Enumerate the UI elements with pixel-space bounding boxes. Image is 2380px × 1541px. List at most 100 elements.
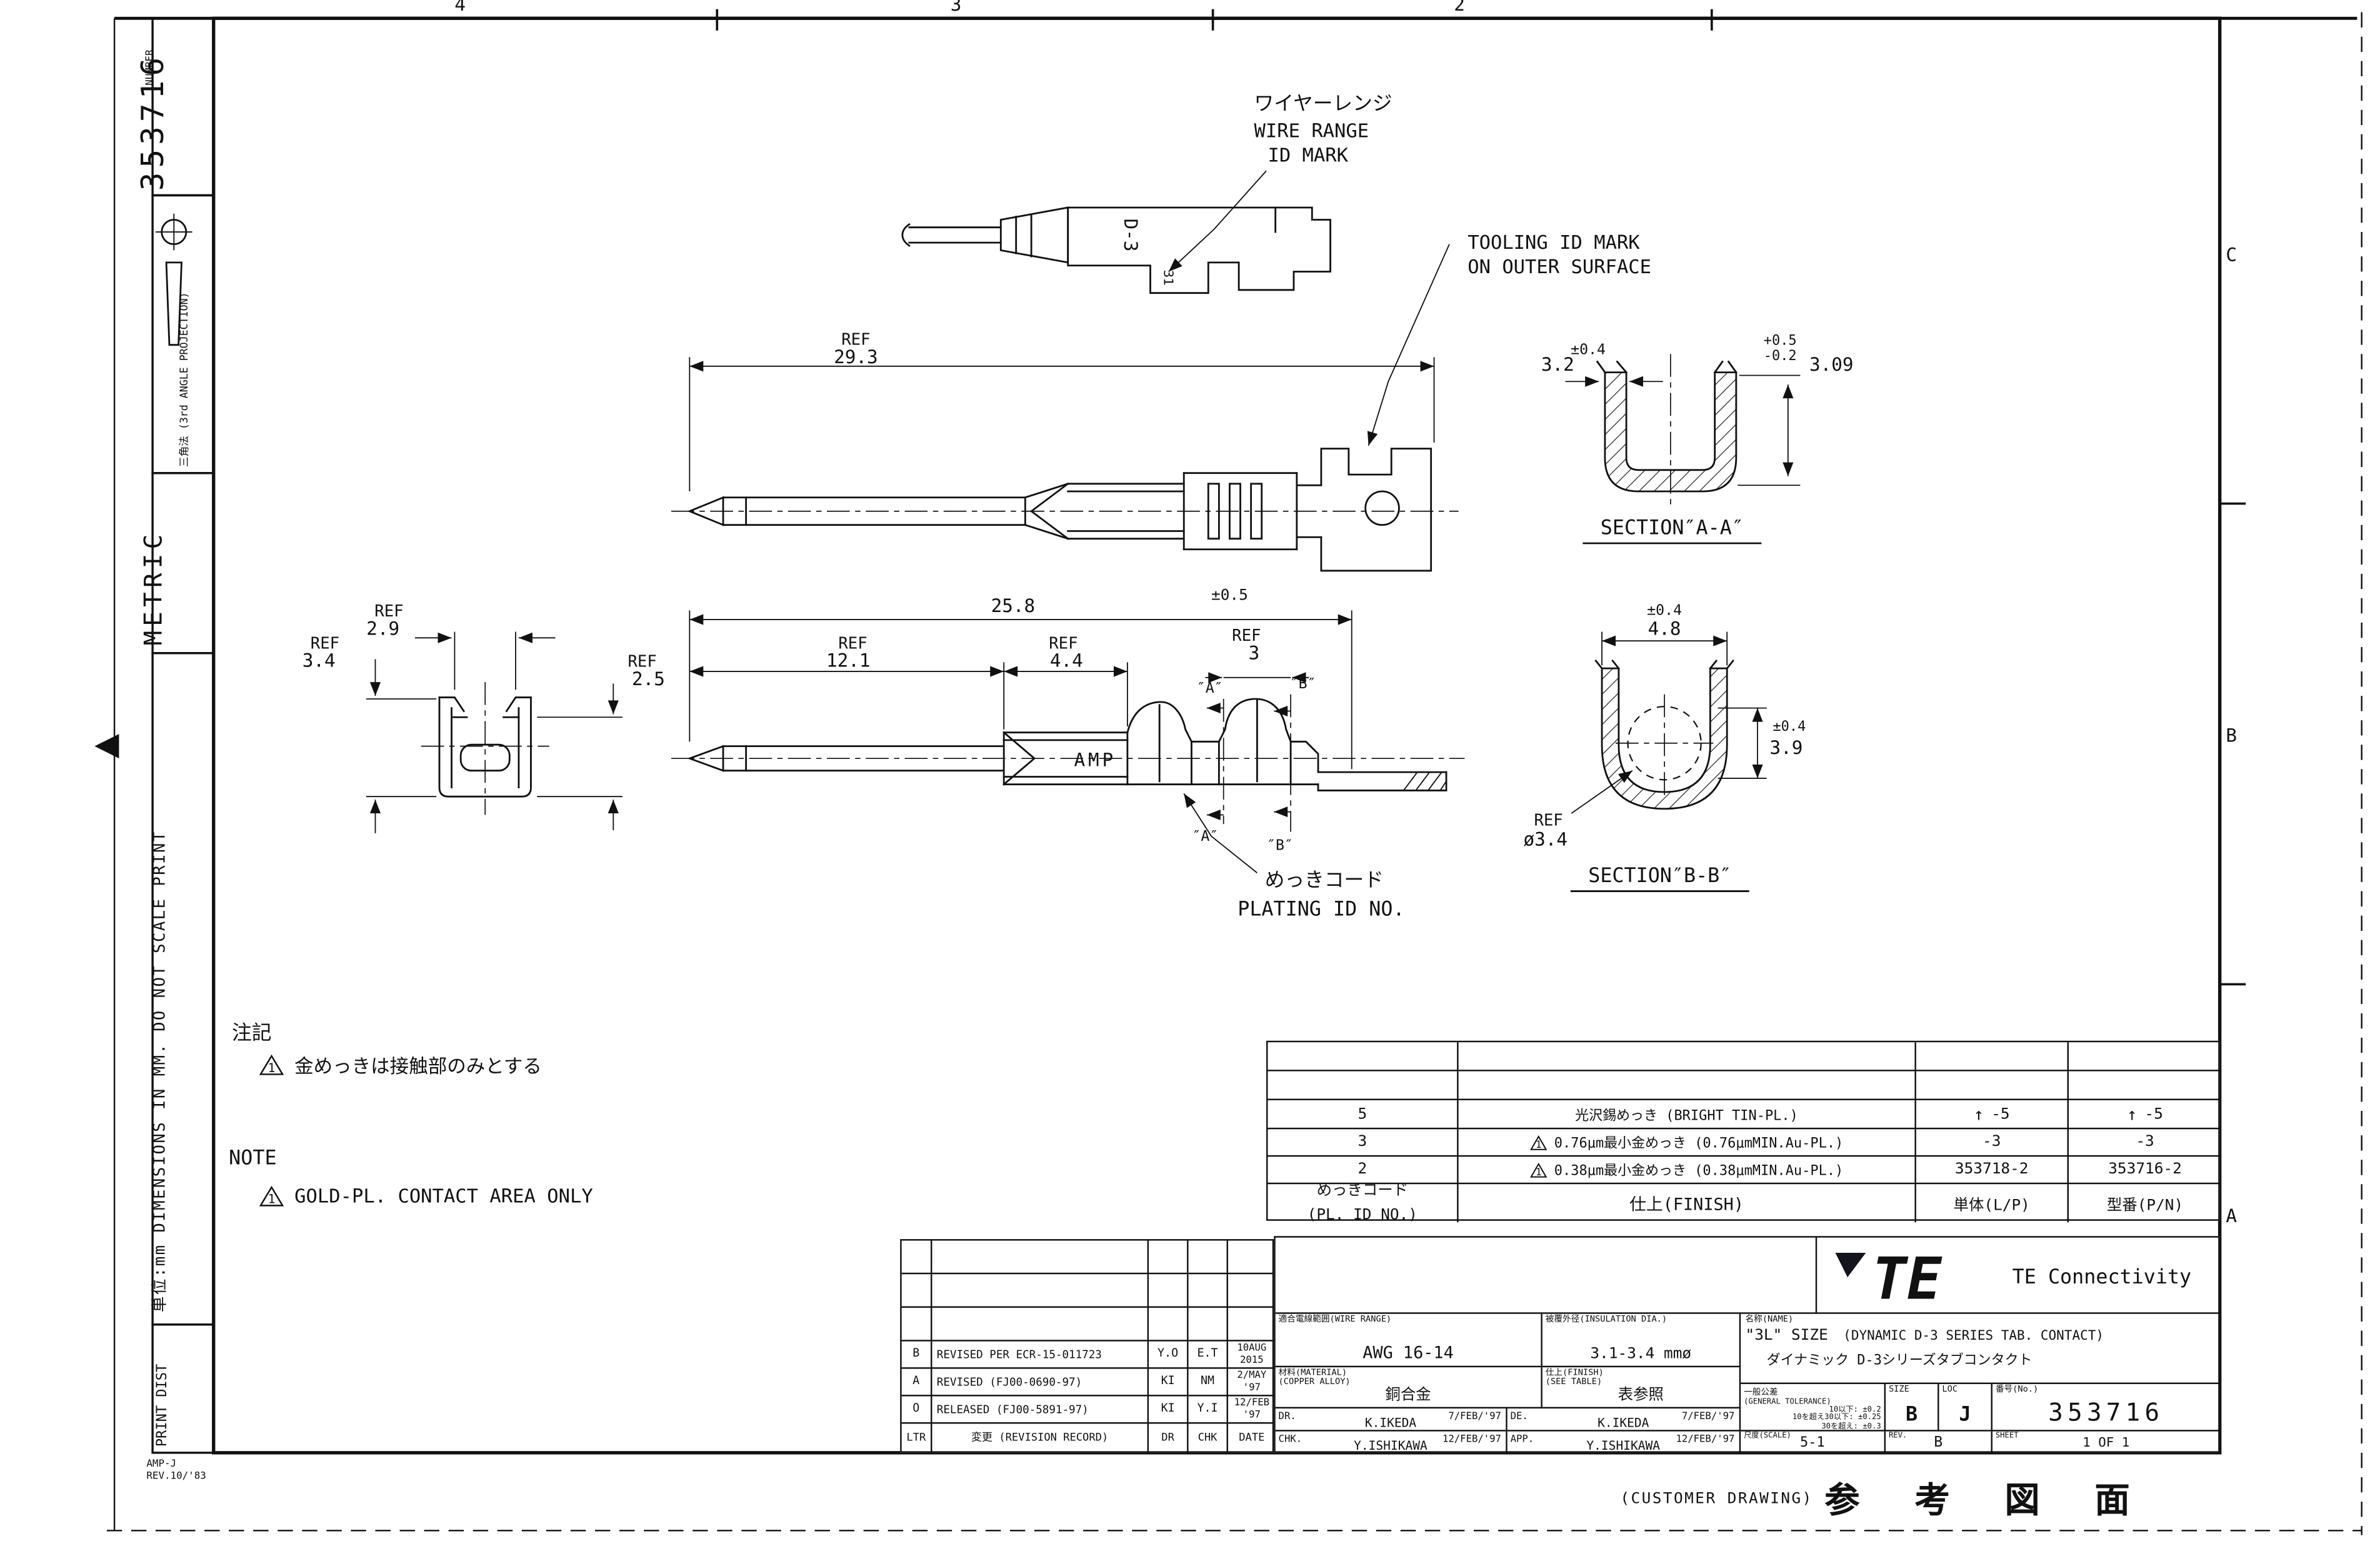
- dim-12-1-value: 12.1: [826, 650, 871, 671]
- note-jp-row: 1 金めっきは接触部のみとする: [259, 1050, 542, 1078]
- brand-cell: TE TE Connectivity: [1817, 1237, 2222, 1314]
- checked-name: Y.ISHIKAWA: [1354, 1438, 1428, 1453]
- finish-label: 仕上(FINISH): [1545, 1368, 1604, 1378]
- finish-row-desc: 1 0.76μm最小金めっき (0.76μmMIN.Au-PL.): [1458, 1129, 1916, 1157]
- note-flag-number: 1: [268, 1192, 276, 1206]
- finish-cell-blank: [1268, 1071, 1459, 1100]
- finish-row-id: 3: [1268, 1129, 1459, 1157]
- dim-dia-3-4-value: ø3.4: [1523, 828, 1568, 850]
- material-cell: 材料(MATERIAL) (COPPER ALLOY) 銅合金: [1275, 1367, 1542, 1409]
- dim-3-09-value: 3.09: [1809, 354, 1854, 375]
- finish-row-pn: 353716-2: [2068, 1157, 2222, 1185]
- rev-cell-blank: [1188, 1307, 1229, 1342]
- rev-cell-blank: [932, 1307, 1149, 1342]
- rev-ltr: B: [901, 1341, 932, 1369]
- finish-cell-blank: [1268, 1042, 1459, 1072]
- wire-range-callout-en2: ID MARK: [1268, 145, 1348, 167]
- dim-12-1-ref: REF: [838, 634, 867, 653]
- rev-ltr: A: [901, 1368, 932, 1397]
- sheet-label: SHEET: [1995, 1431, 2019, 1441]
- wire-range-cell: 適合電線範囲(WIRE RANGE) AWG 16-14: [1275, 1313, 1542, 1368]
- rev-dr: KI: [1149, 1396, 1189, 1424]
- dim-3-2-value: 3.2: [1541, 354, 1574, 375]
- rev-cell-blank: [1149, 1307, 1189, 1342]
- material-label2: (COPPER ALLOY): [1278, 1378, 1351, 1388]
- designed-name: K.IKEDA: [1598, 1416, 1649, 1430]
- customer-drawing-label: (CUSTOMER DRAWING): [1620, 1490, 1813, 1508]
- note-jp-text: 金めっきは接触部のみとする: [294, 1054, 542, 1078]
- rev-chk: E.T: [1188, 1341, 1229, 1369]
- note-en-text: GOLD-PL. CONTACT AREA ONLY: [294, 1184, 593, 1207]
- rev-cell-blank: [1149, 1240, 1189, 1275]
- dim-2-9-ref: REF: [374, 602, 403, 621]
- drawn-name: K.IKEDA: [1364, 1416, 1417, 1430]
- dim-3-4-ref: REF: [311, 634, 339, 653]
- rev-record: REVISED PER ECR-15-011723: [932, 1341, 1149, 1369]
- zone-letter-c: C: [2226, 244, 2238, 266]
- rev-header-date: DATE: [1239, 1432, 1265, 1444]
- finish-table: 5 光沢錫めっき (BRIGHT TIN-PL.) ↑-5 ↑-5 3 1 0.…: [1266, 1040, 2222, 1223]
- te-logo-swoosh: [1835, 1253, 1866, 1278]
- note-flag-triangle-icon: 1: [259, 1053, 284, 1075]
- loc-cell: LOC J: [1939, 1383, 1992, 1432]
- insulation-cell: 被覆外径(INSULATION DIA.) 3.1-3.4 mmø: [1542, 1313, 1741, 1368]
- material-value: 銅合金: [1385, 1387, 1431, 1404]
- finish-cell-blank: [2068, 1042, 2222, 1072]
- name-jp-value: ダイナミック D-3シリーズタブコンタクト: [1766, 1354, 2032, 1370]
- wire-id-mark-label: 31: [1161, 270, 1176, 286]
- dim-4-8-tol: ±0.4: [1647, 602, 1682, 619]
- rev-ltr: O: [901, 1396, 932, 1424]
- wire-range-label: 適合電線範囲(WIRE RANGE): [1278, 1315, 1392, 1325]
- end-view: REF 2.9 REF 3.4 REF 2.5: [302, 602, 665, 833]
- rev-cell-blank: [1228, 1241, 1276, 1275]
- plating-callout-en: PLATING ID NO.: [1238, 898, 1404, 921]
- rev-dr: Y.O: [1149, 1341, 1189, 1369]
- tooling-callout-line1: TOOLING ID MARK: [1468, 232, 1640, 254]
- finish-label2: (SEE TABLE): [1545, 1378, 1602, 1388]
- finish-row-lp: -3: [1916, 1129, 2069, 1157]
- size-label: SIZE: [1888, 1385, 1909, 1395]
- tolerance-line: 10を超え30以下: ±0.25: [1792, 1413, 1881, 1423]
- scale-label: 尺度(SCALE): [1744, 1431, 1791, 1441]
- wire-range-view: D-3 31: [901, 206, 1331, 294]
- rev-cell-blank: [932, 1274, 1149, 1308]
- finish-cell-blank: [1458, 1071, 1916, 1100]
- checked-cell: CHK. 12/FEB/'97 Y.ISHIKAWA: [1275, 1431, 1508, 1455]
- dim-2-5-ref: REF: [628, 653, 657, 671]
- rev-cell-blank: [932, 1240, 1149, 1275]
- dim-3: REF 3: [1205, 626, 1309, 683]
- rev-cell: REV. B: [1886, 1431, 1992, 1455]
- finish-row-id: 2: [1268, 1157, 1459, 1185]
- finish-header-plid: めっきコード (PL. ID NO.): [1268, 1184, 1459, 1223]
- approved-cell: APP. 12/FEB/'97 Y.ISHIKAWA: [1507, 1431, 1741, 1455]
- drawing-number-cell: 番号(No.) 353716: [1992, 1383, 2222, 1432]
- plating-callout: めっきコード PLATING ID NO.: [1183, 793, 1405, 921]
- zone-letter-b: B: [2226, 725, 2238, 746]
- approved-label: APP.: [1510, 1433, 1534, 1445]
- plating-callout-jp: めっきコード: [1265, 869, 1384, 891]
- dim-3-4-value: 3.4: [302, 650, 336, 671]
- carrier-stub-hatch: [1402, 771, 1447, 791]
- finish-row-lp: 353718-2: [1916, 1157, 2069, 1185]
- name-label: 名称(NAME): [1745, 1315, 1794, 1325]
- cut-a-top-label: ″A″: [1197, 680, 1223, 696]
- rev-cell-blank: [1188, 1274, 1229, 1308]
- upper-contact-view: [671, 448, 1459, 572]
- note-flag-triangle-icon: 1: [1529, 1162, 1547, 1177]
- rev-date: 10AUG 2015: [1228, 1342, 1276, 1369]
- designed-date: 7/FEB/'97: [1681, 1410, 1735, 1423]
- finish-cell: 仕上(FINISH) (SEE TABLE) 表参照: [1542, 1367, 1741, 1409]
- finish-value: 表参照: [1618, 1387, 1664, 1404]
- rev-cell-blank: [1188, 1240, 1229, 1275]
- rev-record: REVISED (FJ00-0690-97): [932, 1368, 1149, 1397]
- zone-number-2: 2: [1454, 0, 1465, 16]
- scale-cell: 尺度(SCALE) 5-1: [1741, 1431, 1886, 1455]
- rev-cell-blank: [1228, 1308, 1276, 1342]
- wire-range-callout-jp: ワイヤーレンジ: [1254, 93, 1392, 115]
- finish-row-pn: ↑-5: [2068, 1100, 2222, 1130]
- cut-b-bottom-label: ″B″: [1267, 837, 1293, 854]
- rev-cell-blank: [901, 1274, 932, 1308]
- insulation-value: 3.1-3.4 mmø: [1590, 1345, 1692, 1363]
- sidebar-projection-label: 三角法 (3rd ANGLE PROJECTION): [178, 292, 191, 467]
- designed-label: DE.: [1510, 1410, 1528, 1423]
